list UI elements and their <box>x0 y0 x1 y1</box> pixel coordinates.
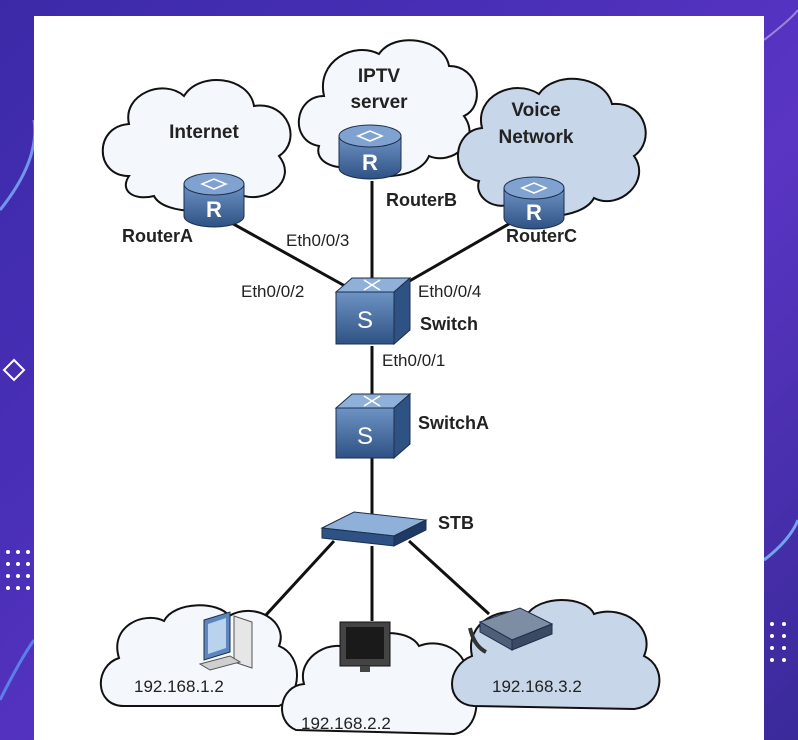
link-stb-phone <box>407 539 491 616</box>
router-b-label: RouterB <box>386 190 457 210</box>
stb-label: STB <box>438 513 474 533</box>
network-topology-diagram: Internet IPTV server Voice Network R Rou… <box>99 39 661 736</box>
router-a-label: RouterA <box>122 226 193 246</box>
internet-cloud: Internet <box>101 79 292 212</box>
port-label-eth0-0-2: Eth0/0/2 <box>241 282 304 301</box>
switch-icon: S <box>334 276 412 346</box>
router-b-icon: R <box>338 124 402 180</box>
router-a-glyph: R <box>206 197 222 222</box>
port-label-eth0-0-3: Eth0/0/3 <box>286 231 349 250</box>
router-c-icon: R <box>503 176 565 230</box>
port-label-eth0-0-4: Eth0/0/4 <box>418 282 481 301</box>
link-routerC-switch <box>391 219 515 293</box>
switch-a-label: SwitchA <box>418 413 489 433</box>
switch-glyph: S <box>357 307 373 334</box>
cloud-label-internet: Internet <box>169 122 239 143</box>
tv-icon <box>339 621 391 672</box>
diamond-icon <box>2 358 26 382</box>
cloud-label-voice-line1: Voice <box>511 100 560 121</box>
router-c-label: RouterC <box>506 226 577 246</box>
switch-label: Switch <box>420 314 478 334</box>
link-routerA-switch <box>218 214 355 293</box>
diagram-canvas: Internet IPTV server Voice Network R Rou… <box>34 16 764 740</box>
host-label-pc: 192.168.1.2 <box>134 677 224 696</box>
dots-decoration-left <box>6 550 30 590</box>
cloud-label-iptv-line1: IPTV <box>358 66 401 87</box>
switch-a-glyph: S <box>357 423 373 450</box>
host-label-phone: 192.168.3.2 <box>492 677 582 696</box>
port-label-eth0-0-1: Eth0/0/1 <box>382 351 445 370</box>
router-b-glyph: R <box>362 150 378 175</box>
cloud-label-voice-line2: Network <box>499 127 574 148</box>
phone-icon <box>468 607 554 654</box>
router-a-icon: R <box>183 172 245 228</box>
cloud-label-iptv-line2: server <box>350 92 408 113</box>
dots-decoration-right <box>770 622 786 662</box>
host-label-tv: 192.168.2.2 <box>301 714 391 733</box>
voice-network-cloud: Voice Network <box>456 77 647 218</box>
link-stb-pc <box>252 539 336 630</box>
pc-icon <box>198 611 253 671</box>
switch-a-icon: S <box>334 392 412 460</box>
stb-icon <box>320 511 428 547</box>
router-c-glyph: R <box>526 200 542 225</box>
links <box>218 181 515 630</box>
